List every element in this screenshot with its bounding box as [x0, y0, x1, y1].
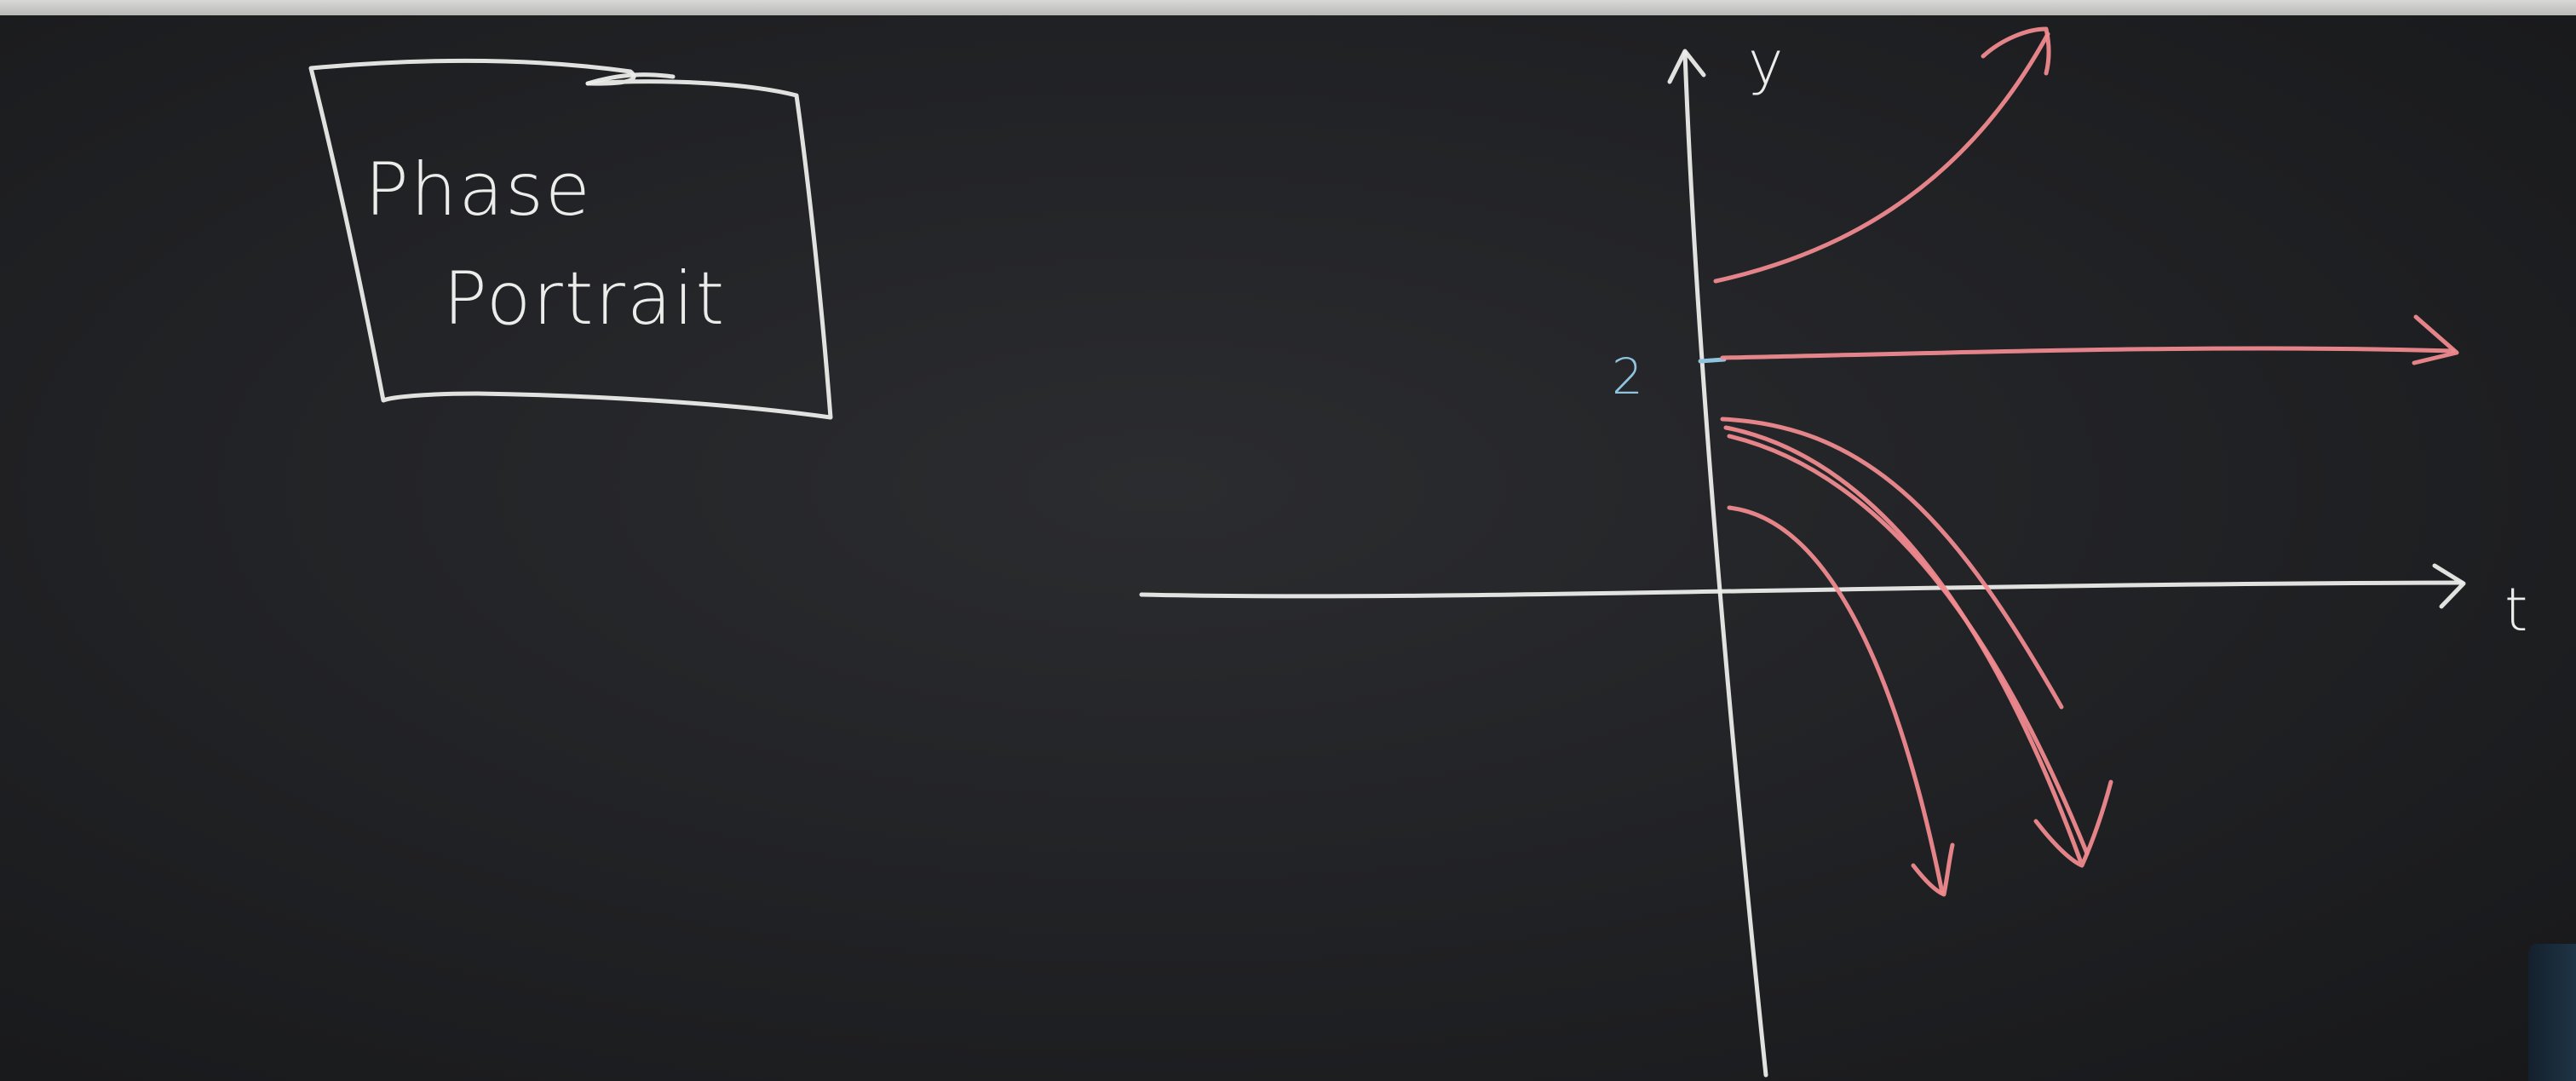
- title-box: Phase Portrait: [308, 58, 833, 420]
- equilibrium-arrowhead: [2412, 314, 2459, 365]
- solution-curves: [1713, 26, 2459, 897]
- axes: y t 2: [1139, 28, 2527, 1078]
- curve-decreasing-1: [1720, 417, 2064, 710]
- curve-decreasing-3: [1727, 505, 1945, 895]
- t-axis-label: t: [2504, 575, 2527, 645]
- equilibrium-line: [1720, 346, 2456, 360]
- curve-decreasing-3-arrowhead: [1911, 842, 1955, 897]
- y-axis-line: [1682, 50, 1768, 1078]
- title-box-border: [308, 58, 833, 420]
- y-tick-2-label: 2: [1612, 348, 1643, 405]
- y-axis-label: y: [1748, 28, 1783, 98]
- t-axis-arrowhead: [2432, 563, 2466, 609]
- title-line-1: Phase: [365, 147, 592, 233]
- curve-decreasing-2-arrowhead: [2033, 779, 2113, 868]
- title-line-2: Portrait: [443, 256, 726, 342]
- t-axis-line: [1139, 580, 2464, 599]
- y-tick-2: [1698, 357, 1727, 364]
- corner-object: [2528, 944, 2576, 1081]
- y-axis-arrowhead: [1667, 49, 1706, 84]
- curve-increasing-arrowhead: [1981, 26, 2051, 76]
- title-box-fold: [585, 72, 676, 86]
- board-top-edge: [0, 0, 2576, 15]
- curve-increasing: [1713, 32, 2050, 284]
- curve-decreasing-2b: [1727, 434, 2090, 856]
